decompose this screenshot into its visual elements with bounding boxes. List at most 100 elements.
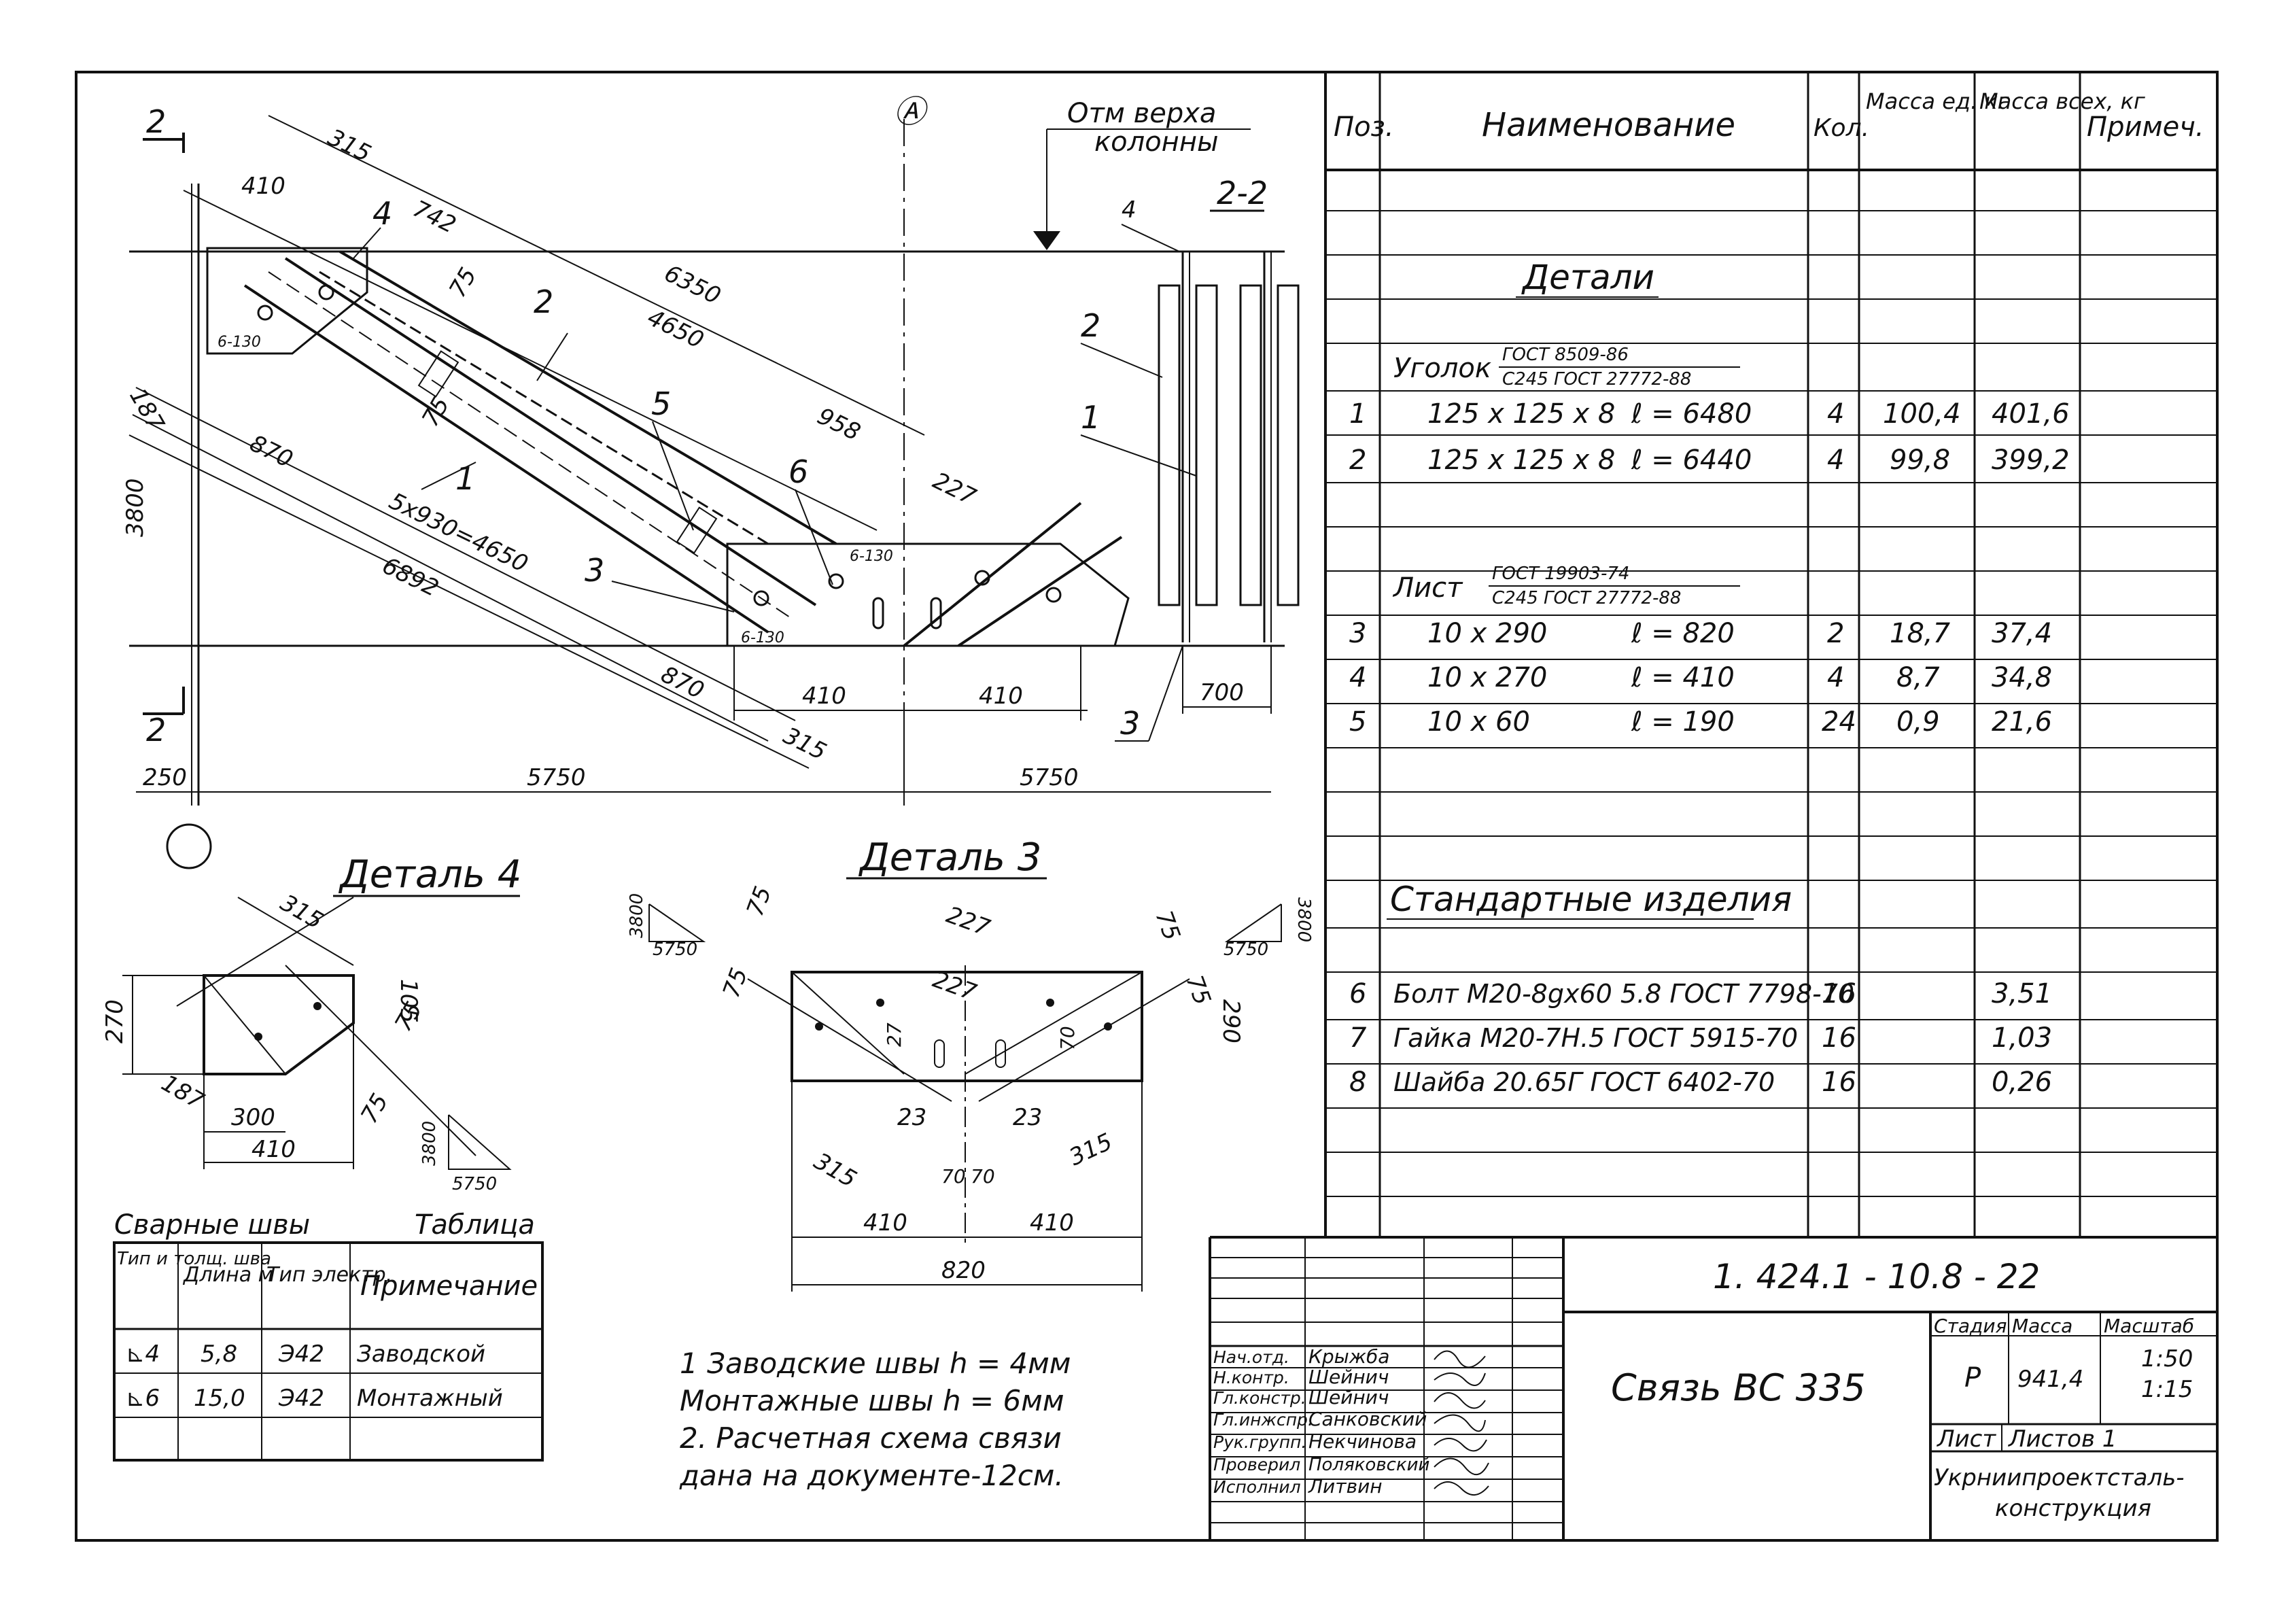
spec-header-note: Примеч. — [2087, 111, 2204, 143]
callout-6: 6 — [788, 453, 808, 490]
welds-header-note: Примечание — [360, 1271, 538, 1302]
section-callout-1: 1 — [1081, 399, 1100, 436]
person-4: Санковский — [1308, 1408, 1427, 1430]
spec-row3-qty: 2 — [1827, 618, 1844, 649]
welds-row2-note: Монтажный — [357, 1385, 503, 1412]
scale-value-2: 1:15 — [2141, 1376, 2193, 1403]
spec-row4-len: ℓ = 410 — [1631, 662, 1735, 693]
spec-row-5: 5 10 x 60 ℓ = 190 24 0,9 21,6 — [1349, 706, 2052, 738]
scale-label: Масштаб — [2104, 1315, 2194, 1337]
top-note-line1: Отм верха — [1067, 98, 1216, 129]
spec-header-name: Наименование — [1482, 106, 1735, 144]
dim-187: 187 — [124, 384, 169, 436]
spec-row5-pos: 5 — [1349, 706, 1366, 738]
person-6: Поляковский — [1308, 1455, 1429, 1475]
spec-row-4: 4 10 x 270 ℓ = 410 4 8,7 34,8 — [1349, 662, 2052, 693]
spec-row8-mall: 0,26 — [1992, 1067, 2052, 1098]
welds-row2-electrode: Э42 — [278, 1385, 324, 1412]
welds-caption-left: Сварные швы — [114, 1209, 310, 1241]
spec-row1-qty: 4 — [1827, 398, 1844, 430]
spec-row1-len: ℓ = 6480 — [1631, 398, 1752, 430]
d3-dim-410-left: 410 — [863, 1209, 907, 1237]
org-line1: Укрниипроектсталь- — [1934, 1464, 2185, 1491]
spec-row-2: 2 125 x 125 x 8 ℓ = 6440 4 99,8 399,2 — [1349, 445, 2070, 476]
d3-dim-27: 27 — [883, 1022, 905, 1047]
doc-code: 1. 424.1 - 10.8 - 22 — [1713, 1257, 2040, 1296]
d3-slope-right-3800: 3800 — [1294, 897, 1314, 942]
person-5: Некчинова — [1308, 1430, 1417, 1453]
spec-row5-name: 10 x 60 — [1427, 706, 1530, 738]
signatures — [1434, 1350, 1489, 1496]
section-mark-bottom: 2 — [146, 712, 166, 748]
d3-dim-75-b: 75 — [718, 965, 753, 1001]
spec-angle-gost-bottom: С245 ГОСТ 27772-88 — [1502, 369, 1691, 390]
d3-slope-left-3800: 3800 — [627, 893, 647, 938]
role-5: Рук.групп. — [1213, 1432, 1306, 1452]
spec-section-standard: Стандартные изделия — [1390, 880, 1792, 919]
spec-section-details: Детали — [1521, 258, 1654, 297]
spec-row5-len: ℓ = 190 — [1631, 706, 1735, 738]
d4-dim-75-b: 75 — [355, 1089, 394, 1128]
spec-row6-name: Болт М20-8gx60 5.8 ГОСТ 7798-70 — [1393, 979, 1854, 1009]
spec-table: Поз. Наименование Кол. Масса ед. кг Масс… — [1325, 72, 2217, 1237]
spec-row5-mall: 21,6 — [1992, 706, 2052, 738]
spec-row2-pos: 2 — [1349, 445, 1366, 476]
d4-dim-105: 105 — [395, 979, 422, 1023]
spec-row7-mall: 1,03 — [1992, 1022, 2052, 1054]
callout-2: 2 — [534, 283, 553, 320]
org-line2: конструкция — [1995, 1495, 2151, 1522]
spec-row-6: 6 Болт М20-8gx60 5.8 ГОСТ 7798-70 16 3,5… — [1349, 978, 2052, 1009]
dim-6350: 6350 — [660, 260, 725, 310]
spec-row7-pos: 7 — [1349, 1022, 1367, 1054]
d4-dim-270: 270 — [101, 999, 128, 1043]
d4-dim-300: 300 — [231, 1104, 275, 1131]
spec-row3-mall: 37,4 — [1992, 618, 2052, 649]
person-2: Шейнич — [1308, 1366, 1389, 1388]
d3-dim-23-left: 23 — [897, 1104, 926, 1131]
welds-caption-right: Таблица — [415, 1209, 535, 1241]
sheet-label: Лист — [1936, 1426, 1996, 1453]
spec-row4-m1: 8,7 — [1896, 662, 1940, 693]
d3-slope-right-5750: 5750 — [1224, 939, 1268, 960]
dim-315-bottom: 315 — [779, 722, 831, 765]
spec-row7-qty: 16 — [1822, 1022, 1856, 1054]
spec-row8-qty: 16 — [1822, 1067, 1856, 1098]
d4-slope-5750: 5750 — [452, 1174, 497, 1194]
spec-row1-m1: 100,4 — [1883, 398, 1961, 430]
dim-410-top: 410 — [241, 173, 285, 200]
person-3: Шейнич — [1308, 1386, 1389, 1409]
d3-dim-70-right: 70 — [971, 1165, 995, 1188]
spec-row-1: 1 125 x 125 x 8 ℓ = 6480 4 100,4 401,6 — [1349, 398, 2070, 430]
d4-dim-187: 187 — [157, 1069, 209, 1115]
welds-table: Сварные швы Таблица Тип и толщ. шва Длин… — [113, 1209, 544, 1462]
dim-6892: 6892 — [378, 552, 443, 602]
spec-plate-title: Лист — [1392, 572, 1463, 604]
spec-angle-gost-top: ГОСТ 8509-86 — [1502, 345, 1629, 365]
dim-250: 250 — [143, 764, 187, 791]
dim-410-bottom-left: 410 — [802, 683, 846, 710]
person-1: Крыжба — [1308, 1345, 1389, 1368]
welds-header-electrode: Тип электр. — [266, 1263, 392, 1287]
welds-row1-length: 5,8 — [201, 1341, 237, 1368]
spec-row-3: 3 10 x 290 ℓ = 820 2 18,7 37,4 — [1349, 618, 2052, 649]
spec-row-8: 8 Шайба 20.65Г ГОСТ 6402-70 16 0,26 — [1349, 1067, 2052, 1098]
title-block: 1. 424.1 - 10.8 - 22 Связь ВС 335 Стадия… — [1209, 1236, 2217, 1540]
section-2-2: 2-2 2 1 4 3 700 — [1080, 175, 1300, 742]
spec-row4-qty: 4 — [1827, 662, 1844, 693]
mass-label: Масса — [2012, 1315, 2072, 1337]
person-7: Литвин — [1308, 1475, 1383, 1498]
spec-row2-qty: 4 — [1827, 445, 1844, 476]
d3-dim-227-top: 227 — [943, 901, 994, 942]
d3-dim-70-side: 70 — [1056, 1026, 1079, 1050]
spec-row5-qty: 24 — [1822, 706, 1856, 738]
dim-4650: 4650 — [643, 304, 708, 354]
d4-slope-3800: 3800 — [419, 1121, 440, 1166]
welds-row1-type: ⊾4 — [126, 1341, 160, 1368]
note-line-1: 1 Заводские швы h = 4мм — [680, 1347, 1071, 1380]
section-mark-top: 2 — [146, 103, 166, 140]
axis-bubble — [166, 823, 212, 869]
note-line-3: 2. Расчетная схема связи — [680, 1421, 1062, 1455]
welds-row2-type: ⊾6 — [126, 1385, 160, 1412]
